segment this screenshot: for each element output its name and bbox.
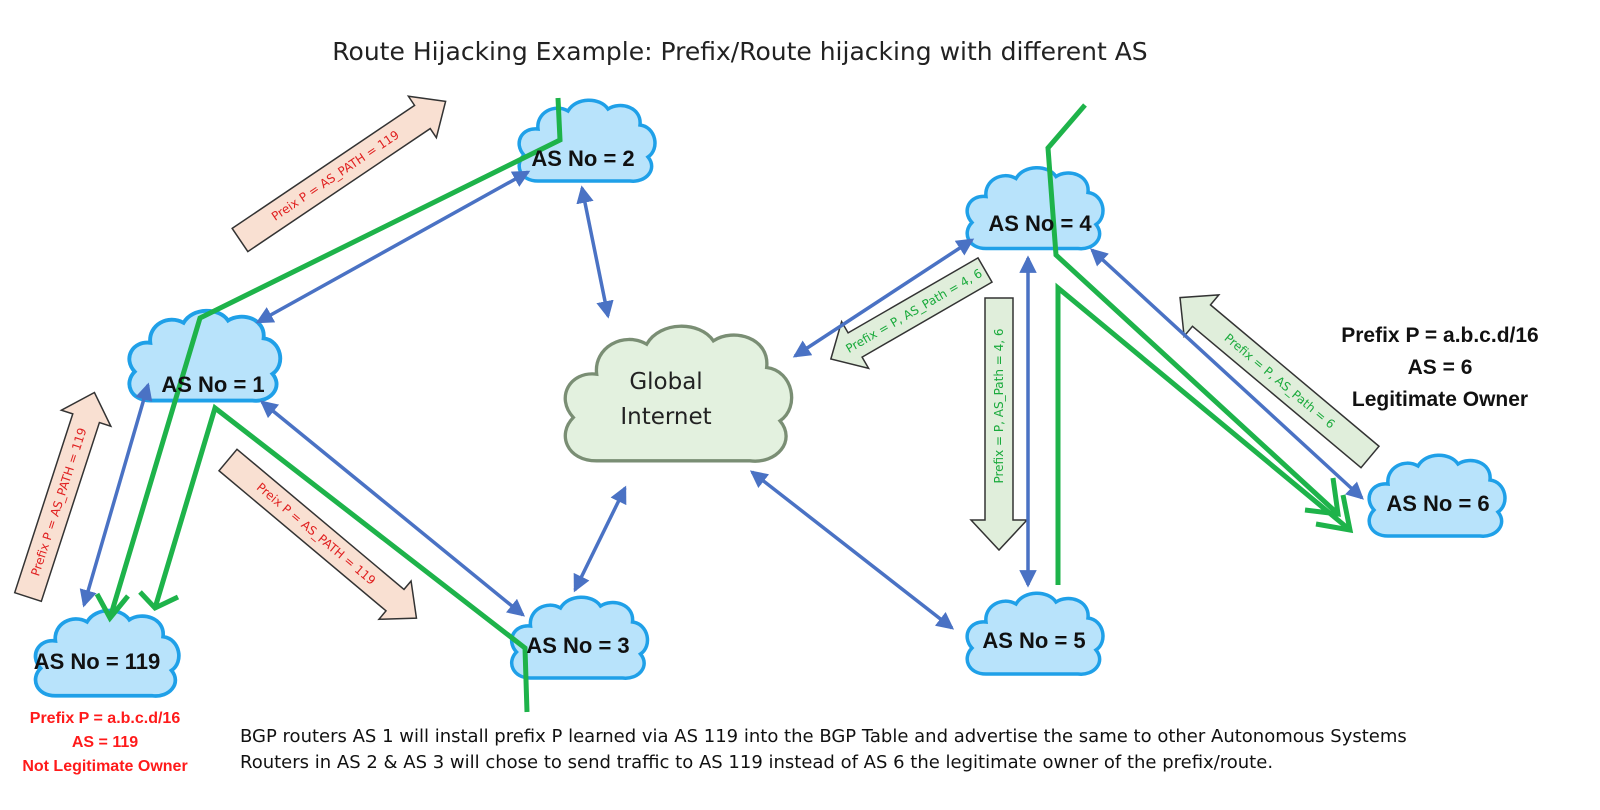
link-as2-internet — [576, 185, 614, 319]
label-as119: AS No = 119 — [34, 649, 161, 674]
label-as5: AS No = 5 — [982, 628, 1085, 653]
internet-label-line2: Internet — [620, 404, 711, 430]
traffic-head-as4-to-as6 — [1304, 477, 1341, 517]
adv-label-as1-to-as2: Preix P = AS_PATH = 119 — [269, 128, 402, 224]
internet-label-line1: Global — [629, 369, 702, 395]
adv-arrow-as1-to-as3: Preix P = AS_PATH = 119 — [217, 448, 418, 621]
link-internet-as3 — [573, 485, 627, 593]
traffic-head-as5-to-as6 — [1315, 494, 1354, 534]
traffic-head-as2-to-as119 — [94, 592, 130, 623]
label-as2: AS No = 2 — [531, 146, 634, 171]
hijacker-as: AS = 119 — [72, 734, 138, 751]
explanation-line-2: Routers in AS 2 & AS 3 will chose to sen… — [240, 752, 1274, 773]
adv-arrow-as6-to-as4: Prefix = P, AS_Path = 6 — [1179, 294, 1381, 469]
traffic-path-as4-to-as6 — [1045, 103, 1340, 516]
link-as1-as3 — [259, 400, 526, 617]
owner-status: Legitimate Owner — [1352, 388, 1528, 411]
traffic-path-as3-to-as119 — [152, 403, 530, 713]
link-as1-as2 — [255, 170, 531, 324]
link-as4-as6 — [1090, 248, 1364, 500]
adv-label-as6-to-as4: Prefix = P, AS_Path = 6 — [1222, 331, 1338, 432]
adv-label-as4-to-as5: Prefix = P, AS_Path = 4, 6 — [992, 328, 1006, 483]
adv-arrow-as4-to-internet: Prefix = P, AS_Path = 4, 6 — [829, 256, 994, 370]
label-as3: AS No = 3 — [526, 633, 629, 658]
link-as1-as119 — [79, 382, 153, 608]
link-internet-as5 — [749, 470, 955, 630]
owner-as: AS = 6 — [1408, 356, 1473, 379]
hijacker-status: Not Legitimate Owner — [22, 758, 187, 775]
adv-arrow-as4-to-as5: Prefix = P, AS_Path = 4, 6 — [969, 297, 1029, 552]
owner-prefix: Prefix P = a.b.c.d/16 — [1341, 324, 1538, 347]
traffic-head-as3-to-as119 — [138, 590, 180, 612]
legitimate-owner-info: Prefix P = a.b.c.d/16 AS = 6 Legitimate … — [1341, 324, 1538, 411]
cloud-as4 — [965, 165, 1105, 251]
link-internet-as4 — [792, 238, 975, 358]
explanation-line-1: BGP routers AS 1 will install prefix P l… — [240, 726, 1407, 747]
adv-label-as1-to-as3: Preix P = AS_PATH = 119 — [254, 480, 378, 588]
hijacker-info: Prefix P = a.b.c.d/16 AS = 119 Not Legit… — [22, 710, 187, 775]
label-as4: AS No = 4 — [988, 211, 1092, 236]
traffic-path-as2-to-as119 — [107, 97, 563, 619]
label-as1: AS No = 1 — [161, 372, 264, 397]
adv-arrow-as119-to-as1: Prefix P = AS_PATH = 119 — [13, 391, 113, 603]
label-as6: AS No = 6 — [1386, 491, 1489, 516]
adv-arrow-as1-to-as2: Preix P = AS_PATH = 119 — [231, 95, 447, 253]
traffic-path-as5-to-as6 — [1055, 282, 1352, 585]
hijacker-prefix: Prefix P = a.b.c.d/16 — [30, 710, 181, 727]
diagram-title: Route Hijacking Example: Prefix/Route hi… — [332, 37, 1147, 66]
adv-label-as119-to-as1: Prefix P = AS_PATH = 119 — [28, 426, 89, 578]
